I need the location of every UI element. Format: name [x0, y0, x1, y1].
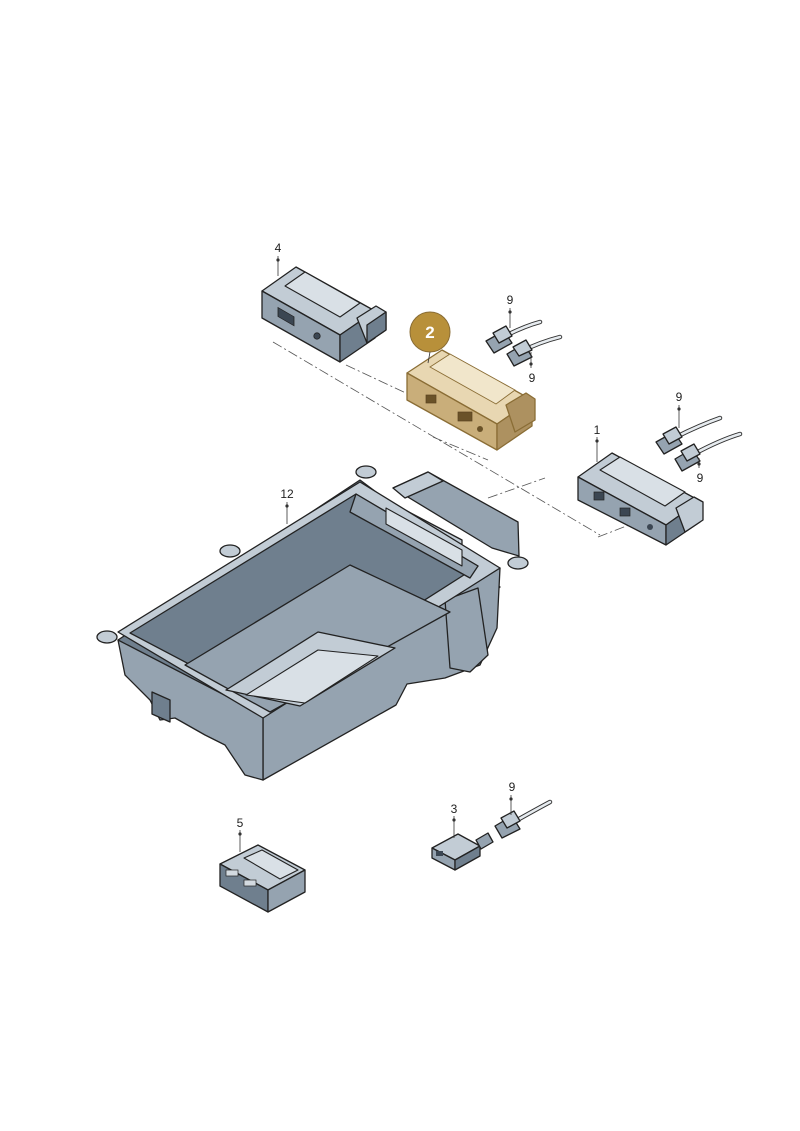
callout-9-top-a: 9	[507, 293, 514, 328]
callout-12: 12	[280, 487, 294, 524]
callout-label-9: 9	[676, 390, 683, 404]
part-4-control-unit[interactable]	[261, 266, 387, 363]
callout-3: 3	[451, 802, 458, 838]
callout-9-top-b: 9	[529, 352, 536, 385]
part-1-control-unit[interactable]	[577, 452, 704, 546]
callout-label-9: 9	[697, 471, 704, 485]
callout-label-9: 9	[507, 293, 514, 307]
callout-label-1: 1	[594, 423, 601, 437]
callout-9-bottom: 9	[509, 780, 516, 815]
part-9-connectors-right[interactable]	[655, 415, 743, 472]
part-12-storage-tray[interactable]	[96, 465, 529, 781]
callout-1: 1	[594, 423, 601, 462]
part-3-connector-module[interactable]	[431, 832, 494, 871]
part-5-usb-socket[interactable]	[219, 844, 306, 913]
part-2-highlighted-unit[interactable]	[406, 349, 536, 451]
callout-2[interactable]: 2	[409, 311, 451, 364]
callout-5: 5	[237, 816, 244, 852]
callout-label-2: 2	[425, 323, 434, 342]
part-9-connectors-top[interactable]	[485, 319, 563, 367]
callout-label-9: 9	[509, 780, 516, 794]
callout-label-5: 5	[237, 816, 244, 830]
callout-label-3: 3	[451, 802, 458, 816]
callout-9-right-b: 9	[697, 458, 704, 485]
callout-label-9: 9	[529, 371, 536, 385]
callout-9-right-a: 9	[676, 390, 683, 428]
callout-label-4: 4	[275, 241, 282, 255]
part-9-connector-bottom[interactable]	[494, 799, 553, 839]
callout-4: 4	[275, 241, 282, 276]
callout-label-12: 12	[280, 487, 294, 501]
